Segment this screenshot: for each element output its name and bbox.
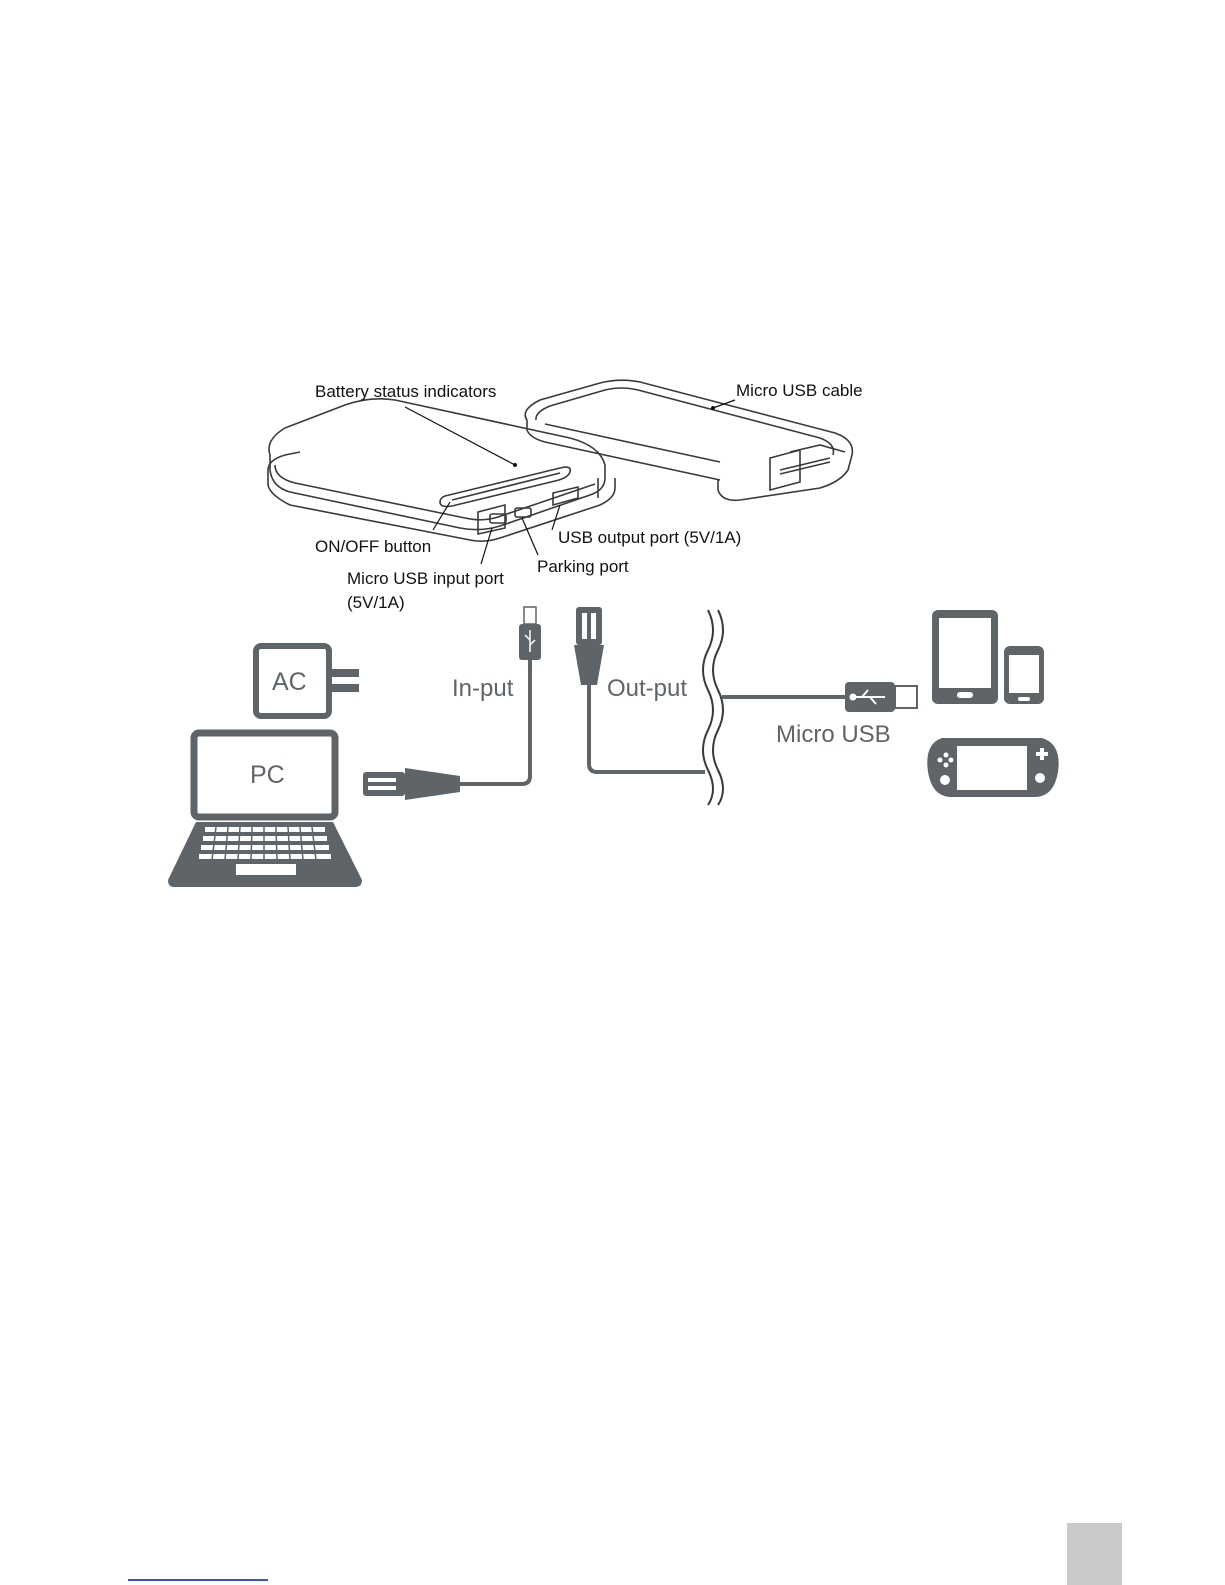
battery-indicator-dot — [513, 463, 517, 467]
footer-link-underline — [128, 1579, 268, 1581]
label-micro-usb-input-line1: Micro USB input port — [347, 569, 504, 588]
laptop-icon — [168, 733, 362, 887]
cable-break-lines — [703, 610, 723, 805]
usb-a-plug-icon — [363, 772, 405, 796]
smartphone-icon — [1004, 646, 1044, 704]
tablet-icon — [932, 610, 998, 704]
ac-label: AC — [272, 668, 307, 696]
handheld-game-console-icon — [927, 738, 1058, 797]
micro-usb-label: Micro USB — [776, 721, 891, 748]
label-on-off-button: ON/OFF button — [315, 537, 431, 556]
power-bank-illustration — [268, 399, 615, 541]
label-battery-status: Battery status indicators — [315, 382, 496, 401]
label-micro-usb-input-line2: (5V/1A) — [347, 593, 405, 612]
label-micro-usb-cable: Micro USB cable — [736, 381, 863, 400]
pc-label: PC — [250, 761, 285, 789]
page-number-box — [1067, 1523, 1122, 1585]
output-label: Out-put — [607, 675, 687, 702]
usb-a-output-plug-icon — [576, 607, 602, 645]
label-parking-port: Parking port — [537, 557, 629, 576]
input-label: In-put — [452, 675, 514, 702]
micro-usb-output-cable — [722, 682, 917, 712]
cable-dot — [711, 406, 715, 410]
input-cable — [363, 607, 541, 800]
label-usb-output-port: USB output port (5V/1A) — [558, 528, 741, 547]
